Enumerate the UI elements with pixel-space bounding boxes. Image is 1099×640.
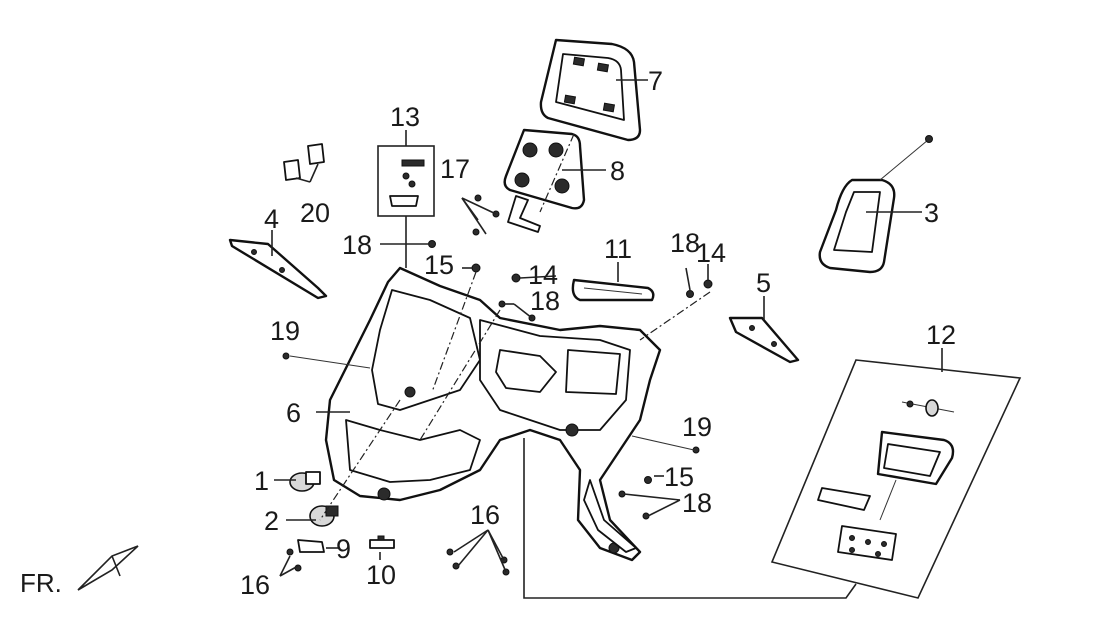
label-part-3: 3 — [924, 198, 939, 228]
label-part-15-a: 15 — [424, 250, 454, 280]
label-part-14-b: 14 — [696, 238, 726, 268]
label-part-10: 10 — [366, 560, 396, 590]
label-part-17: 17 — [440, 154, 470, 184]
label-part-18-a: 18 — [342, 230, 372, 260]
label-part-7: 7 — [648, 66, 663, 96]
part-11-grille — [571, 278, 655, 302]
label-part-18-b: 18 — [530, 286, 560, 316]
label-part-1: 1 — [254, 466, 269, 496]
label-part-16-b: 16 — [470, 500, 500, 530]
front-direction-label: FR. — [20, 568, 62, 598]
part-13-box — [377, 145, 435, 217]
part-3-side-cover — [818, 135, 933, 274]
part-9-clip — [297, 539, 325, 553]
connector-bracket — [523, 438, 857, 599]
part-5-right-trim — [728, 316, 800, 364]
part-12-inset — [770, 359, 1022, 599]
label-part-20: 20 — [300, 198, 330, 228]
label-part-19-b: 19 — [682, 412, 712, 442]
part-1-cap — [289, 471, 321, 492]
label-part-8: 8 — [610, 156, 625, 186]
label-part-11: 11 — [604, 234, 632, 264]
part-8-bracket-plate — [503, 128, 586, 233]
label-part-2: 2 — [264, 506, 279, 536]
label-part-13: 13 — [390, 102, 420, 132]
label-part-18-d: 18 — [682, 488, 712, 518]
part-2-knob — [309, 505, 339, 527]
label-part-15-b: 15 — [664, 462, 694, 492]
leader-lines — [271, 79, 943, 577]
label-part-6: 6 — [286, 398, 301, 428]
part-20-clips — [283, 143, 325, 181]
part-10-clip — [369, 535, 395, 549]
assembly-lines — [319, 133, 711, 521]
label-part-12: 12 — [926, 320, 956, 350]
label-part-4: 4 — [264, 204, 279, 234]
front-direction-arrow — [77, 545, 139, 591]
label-part-14-a: 14 — [528, 260, 558, 290]
label-part-16-a: 16 — [240, 570, 270, 600]
label-part-19-a: 19 — [270, 316, 300, 346]
label-part-18-c: 18 — [670, 228, 700, 258]
part-7-upper-cover — [539, 38, 642, 142]
part-4-left-trim — [228, 238, 328, 300]
label-part-9: 9 — [336, 534, 351, 564]
part-6-main-body — [324, 266, 662, 562]
label-part-5: 5 — [756, 268, 771, 298]
